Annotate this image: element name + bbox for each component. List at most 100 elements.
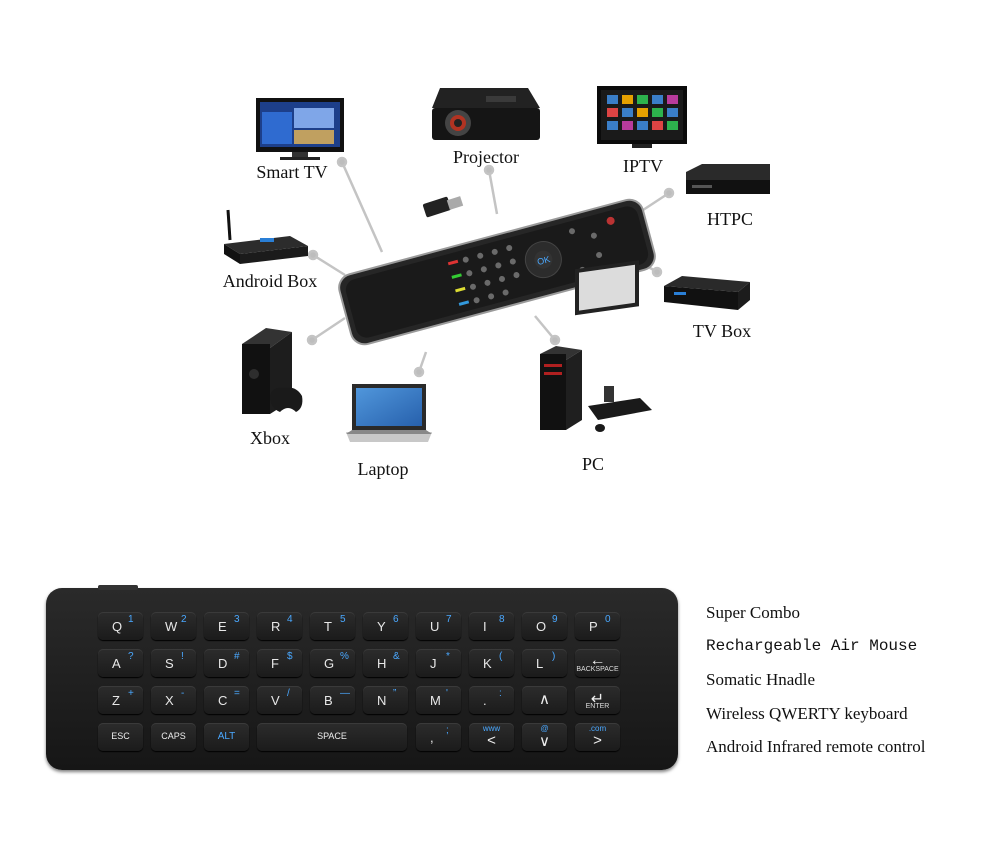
- key-space: SPACE: [257, 723, 407, 751]
- key-primary-label: B: [324, 693, 333, 708]
- key-k: K(: [469, 649, 514, 677]
- key-d: D#: [204, 649, 249, 677]
- key-secondary-label: (: [499, 651, 503, 662]
- label-android-box: Android Box: [223, 271, 318, 291]
- key-backspace: ←BACKSPACE: [575, 649, 620, 677]
- arrow-left-icon: <: [487, 732, 496, 749]
- key-s: S!: [151, 649, 196, 677]
- key-primary-label: Q: [112, 619, 123, 634]
- key-left: www<: [469, 723, 514, 751]
- label-pc: PC: [582, 454, 604, 474]
- key-primary-label: S: [165, 656, 174, 671]
- label-projector: Projector: [453, 147, 519, 167]
- key-f: F$: [257, 649, 302, 677]
- enter-label: ENTER: [585, 703, 610, 710]
- key-right: .com>: [575, 723, 620, 751]
- arrow-down-icon: ∨: [539, 733, 550, 750]
- key-esc: ESC: [98, 723, 143, 751]
- key-down: @∨: [522, 723, 567, 751]
- key-primary-label: Y: [377, 619, 386, 634]
- key-secondary-label: 3: [234, 614, 240, 625]
- projector-image: [432, 88, 540, 140]
- key-secondary-label: -: [181, 688, 185, 699]
- key-b: B—: [310, 686, 355, 714]
- key-primary-label: T: [324, 619, 332, 634]
- key-primary-label: V: [271, 693, 280, 708]
- key-primary-label: I: [483, 619, 487, 634]
- key-z: Z+: [98, 686, 143, 714]
- key-primary-label: W: [165, 619, 178, 634]
- label-laptop: Laptop: [358, 459, 409, 479]
- key-primary-label: K: [483, 656, 492, 671]
- backspace-arrow-icon: ←: [589, 652, 606, 669]
- key-g: G%: [310, 649, 355, 677]
- feature-item: Super Combo: [706, 603, 800, 622]
- key-secondary-label: 4: [287, 614, 293, 625]
- label-iptv: IPTV: [623, 156, 663, 176]
- key-enter: ↵ENTER: [575, 686, 620, 714]
- key-primary-label: L: [536, 656, 544, 671]
- pc-image: [540, 260, 652, 432]
- key-secondary-label: $: [287, 651, 293, 662]
- feature-item: Somatic Hnadle: [706, 670, 816, 689]
- space-label: SPACE: [317, 731, 347, 741]
- feature-list: Super Combo Rechargeable Air Mouse Somat…: [706, 603, 926, 771]
- label-htpc: HTPC: [707, 209, 753, 229]
- key-secondary-label: 9: [552, 614, 558, 625]
- xbox-image: [242, 328, 303, 414]
- key-l: L): [522, 649, 567, 677]
- key-a: A?: [98, 649, 143, 677]
- usb-dongle-image: [422, 196, 464, 218]
- feature-item: Rechargeable Air Mouse: [706, 636, 918, 655]
- arrow-right-icon: >: [593, 732, 602, 749]
- key-primary-label: ,: [430, 730, 434, 745]
- iptv-image: [597, 86, 687, 148]
- remote-control-image: OK: [338, 198, 656, 346]
- connector-lines: [306, 156, 675, 378]
- key-j: J*: [416, 649, 461, 677]
- esc-label: ESC: [111, 731, 130, 741]
- key-secondary-label: +: [128, 688, 134, 699]
- key-primary-label: X: [165, 693, 174, 708]
- key-secondary-label: 5: [340, 614, 346, 625]
- key-primary-label: P: [589, 619, 598, 634]
- key-secondary-label: ”: [393, 688, 397, 699]
- at-label: @: [540, 724, 549, 733]
- key-secondary-label: %: [340, 651, 349, 662]
- key-primary-label: F: [271, 656, 279, 671]
- key-secondary-label: 0: [605, 614, 611, 625]
- keyboard-top-button: [98, 585, 138, 590]
- key-primary-label: N: [377, 693, 387, 708]
- key-comma: ,;: [416, 723, 461, 751]
- key-n: N”: [363, 686, 408, 714]
- key-primary-label: M: [430, 693, 441, 708]
- key-secondary-label: &: [393, 651, 400, 662]
- key-primary-label: U: [430, 619, 440, 634]
- key-primary-label: H: [377, 656, 387, 671]
- backspace-label: BACKSPACE: [576, 666, 619, 673]
- enter-arrow-icon: ↵: [590, 691, 605, 708]
- com-label: .com: [588, 724, 607, 733]
- key-secondary-label: /: [287, 688, 290, 699]
- smart-tv-image: [256, 98, 344, 160]
- key-c: C=: [204, 686, 249, 714]
- key-secondary-label: =: [234, 688, 240, 699]
- key-secondary-label: *: [446, 651, 450, 662]
- key-secondary-label: :: [499, 688, 502, 699]
- key-secondary-label: #: [234, 651, 240, 662]
- key-alt: ALT: [204, 723, 249, 751]
- key-secondary-label: 1: [128, 614, 134, 625]
- key-secondary-label: 2: [181, 614, 187, 625]
- key-h: H&: [363, 649, 408, 677]
- www-label: www: [482, 724, 501, 733]
- alt-label: ALT: [217, 731, 236, 742]
